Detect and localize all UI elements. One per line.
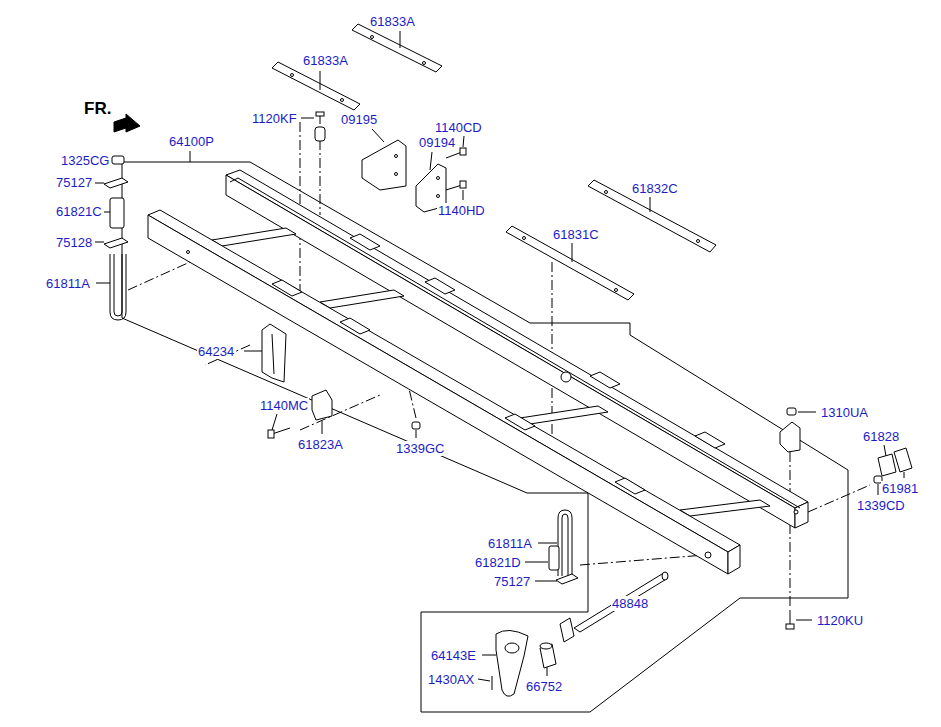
callout-number: 61811A bbox=[487, 536, 533, 551]
callout-number: 1140MC bbox=[259, 398, 309, 413]
spacer-bars bbox=[272, 24, 716, 300]
callout-number: 1310UA bbox=[820, 405, 869, 420]
callout-number: 61821D bbox=[474, 555, 522, 570]
callout-number: 1325CG bbox=[60, 153, 110, 168]
callout-number: 61821C bbox=[55, 204, 103, 219]
callout-number: 61981 bbox=[881, 481, 919, 496]
callout-number: 1120KF bbox=[251, 111, 298, 126]
callout-number: 64100P bbox=[168, 134, 215, 149]
direction-marker: FR. bbox=[83, 99, 112, 118]
callout-number: 61831C bbox=[552, 227, 600, 242]
callout-number: 1140HD bbox=[437, 203, 486, 218]
callout-number: 66752 bbox=[525, 679, 563, 694]
callout-number: 1430AX bbox=[427, 672, 475, 687]
callout-number: 09194 bbox=[418, 135, 456, 150]
center-lines bbox=[128, 122, 870, 608]
region-outline bbox=[122, 162, 848, 712]
callout-number: 61823A bbox=[297, 437, 344, 452]
callout-number: 1120KU bbox=[816, 613, 864, 628]
callout-number: 64234 bbox=[197, 344, 235, 359]
callout-number: 64143E bbox=[430, 648, 477, 663]
callout-number: 09195 bbox=[340, 112, 378, 127]
callout-number: 61832C bbox=[631, 181, 679, 196]
callout-number: 1339GC bbox=[395, 441, 445, 456]
callout-number: 61828 bbox=[862, 429, 900, 444]
callout-number: 48848 bbox=[611, 596, 649, 611]
callout-number: 61811A bbox=[45, 276, 91, 291]
small-parts bbox=[104, 112, 912, 696]
leader-lines bbox=[95, 31, 904, 681]
callout-number: 75127 bbox=[493, 574, 531, 589]
callout-number: 61833A bbox=[369, 14, 416, 29]
callout-number: 1140CD bbox=[434, 120, 483, 135]
callout-number: 1339CD bbox=[856, 498, 906, 513]
callout-number: 61833A bbox=[302, 53, 349, 68]
chassis-frame bbox=[148, 170, 808, 574]
callout-number: 75127 bbox=[55, 175, 93, 190]
callout-number: 75128 bbox=[55, 235, 93, 250]
